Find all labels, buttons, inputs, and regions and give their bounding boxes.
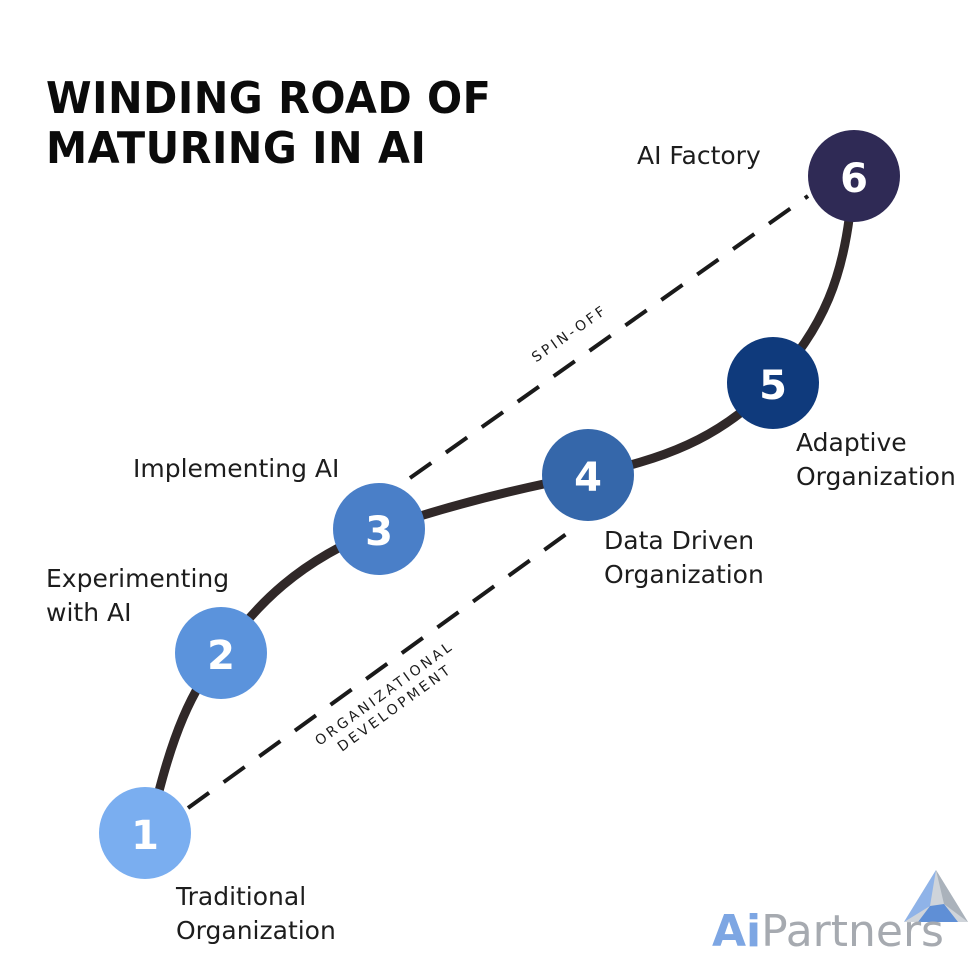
stage-6-label-line-1: AI Factory <box>637 141 761 170</box>
stage-5-label: Adaptive Organization <box>796 426 956 494</box>
stage-4-marker: 4 <box>542 429 634 521</box>
stage-3-label: Implementing AI <box>133 452 339 486</box>
stage-3-marker: 3 <box>333 483 425 575</box>
ai-partners-logo: AiPartners <box>712 904 944 960</box>
stage-5-label-line-1: Adaptive <box>796 428 907 457</box>
stage-4-circle <box>542 429 634 521</box>
stage-2-label-line-1: Experimenting <box>46 564 230 593</box>
ai-partners-logo-mark <box>904 870 968 922</box>
stage-1-label: Traditional Organization <box>176 880 336 948</box>
stage-5-marker: 5 <box>727 337 819 429</box>
stage-6-circle <box>808 130 900 222</box>
stage-5-label-line-2: Organization <box>796 462 956 491</box>
stage-1-marker: 1 <box>99 787 191 879</box>
logo-brand-partners: Partners <box>761 906 944 957</box>
page-title: WINDING ROAD OF MATURING IN AI <box>46 74 491 174</box>
stage-5-number: 5 <box>759 363 787 409</box>
stage-4-label-line-1: Data Driven <box>604 526 755 555</box>
spin-off-dashed-line <box>408 194 810 480</box>
organizational-development-dashed-line <box>186 525 578 810</box>
stage-1-label-line-2: Organization <box>176 916 336 945</box>
stage-6-marker: 6 <box>808 130 900 222</box>
stage-4-number: 4 <box>574 455 602 501</box>
stage-4-label: Data Driven Organization <box>604 524 764 592</box>
title-line-2: MATURING IN AI <box>46 123 427 174</box>
stage-3-label-line-1: Implementing AI <box>133 454 340 483</box>
stage-2-label: Experimenting with AI <box>46 562 229 630</box>
stage-2-circle <box>175 607 267 699</box>
stage-6-label: AI Factory <box>637 139 761 173</box>
logo-brand-ai: Ai <box>712 906 762 957</box>
stage-3-circle <box>333 483 425 575</box>
stage-2-label-line-2: with AI <box>46 598 132 627</box>
stage-4-label-line-2: Organization <box>604 560 764 589</box>
stage-1-number: 1 <box>131 813 159 859</box>
stage-1-circle <box>99 787 191 879</box>
stage-2-marker: 2 <box>175 607 267 699</box>
stage-2-number: 2 <box>207 633 235 679</box>
title-line-1: WINDING ROAD OF <box>46 73 492 124</box>
stage-5-circle <box>727 337 819 429</box>
stage-6-number: 6 <box>840 156 868 202</box>
stage-1-label-line-1: Traditional <box>176 882 307 911</box>
stage-3-number: 3 <box>365 509 393 555</box>
